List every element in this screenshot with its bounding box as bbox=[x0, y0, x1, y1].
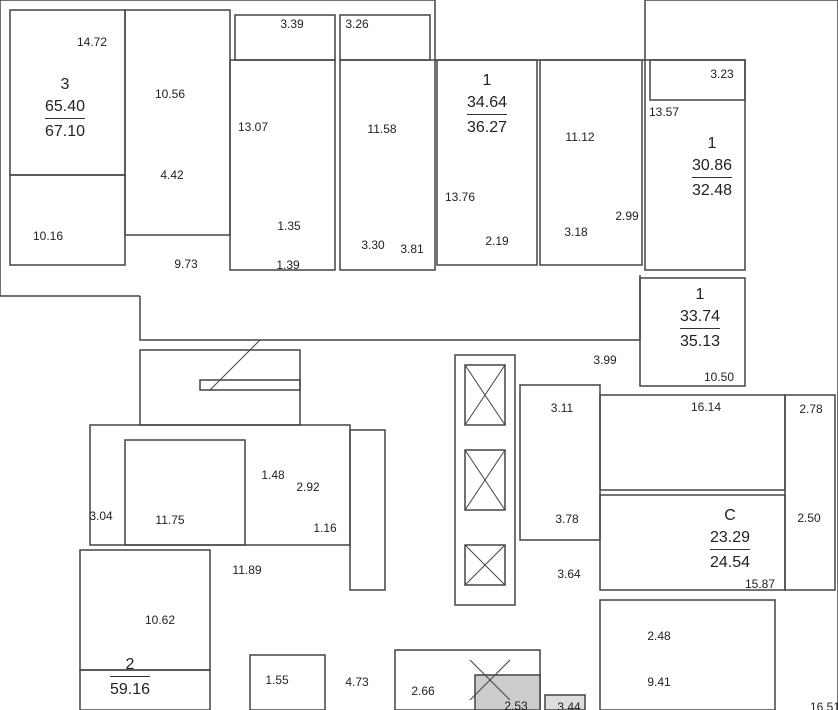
room-area-label: 3.23 bbox=[710, 67, 734, 81]
room-area-label: 1.16 bbox=[313, 521, 337, 535]
apartment-type: 1 bbox=[695, 286, 705, 303]
room-area-label: 2.99 bbox=[615, 209, 639, 223]
room-area-label: 1.39 bbox=[276, 258, 300, 272]
room-area-label: 10.56 bbox=[154, 87, 186, 101]
room-area-label: 3.39 bbox=[280, 17, 304, 31]
apartment-total-area: 32.48 bbox=[691, 177, 733, 202]
room-area-label: 13.57 bbox=[648, 105, 680, 119]
apartment-living-area: 34.64 bbox=[466, 94, 508, 111]
apartment-total-area: 36.27 bbox=[466, 114, 508, 139]
apartment-type: С bbox=[724, 507, 736, 524]
apartment-label: 1 30.86 32.48 bbox=[691, 133, 733, 202]
room-area-label: 9.73 bbox=[174, 257, 198, 271]
room-area-label: 1.48 bbox=[261, 468, 285, 482]
room-area-label: 15.87 bbox=[744, 577, 776, 591]
room-area-label: 13.76 bbox=[444, 190, 476, 204]
apartment-living-area: 23.29 bbox=[709, 529, 751, 546]
apartment-living-area: 65.40 bbox=[44, 98, 86, 115]
room-area-label: 4.73 bbox=[345, 675, 369, 689]
room-area-label: 3.26 bbox=[345, 17, 369, 31]
room-area-label: 1.55 bbox=[265, 673, 289, 687]
room-area-label: 3.81 bbox=[400, 242, 424, 256]
apartment-type: 1 bbox=[482, 72, 492, 89]
room-area-label: 2.19 bbox=[485, 234, 509, 248]
apartment-label: 1 34.64 36.27 bbox=[466, 70, 508, 139]
room-area-label: 9.41 bbox=[647, 675, 671, 689]
room-area-label: 1.35 bbox=[277, 219, 301, 233]
apartment-label: 3 65.40 67.10 bbox=[44, 74, 86, 143]
room-area-label: 3.30 bbox=[361, 238, 385, 252]
room-area-label: 10.16 bbox=[32, 229, 64, 243]
room-area-label: 4.42 bbox=[160, 168, 184, 182]
apartment-type: 1 bbox=[707, 135, 717, 152]
room-area-label: 11.75 bbox=[155, 513, 185, 527]
room-area-label: 2.50 bbox=[797, 511, 821, 525]
room-area-label: 3.78 bbox=[555, 512, 579, 526]
apartment-label: 1 33.74 35.13 bbox=[679, 284, 721, 353]
room-area-label: 11.12 bbox=[565, 130, 595, 144]
room-area-label: 2.78 bbox=[799, 402, 823, 416]
room-area-label: 16.51 bbox=[809, 700, 838, 710]
room-area-label: 16.14 bbox=[690, 400, 722, 414]
room-area-label: 3.04 bbox=[89, 509, 113, 523]
apartment-total-area: 35.13 bbox=[679, 328, 721, 353]
room-area-label: 13.07 bbox=[237, 120, 269, 134]
apartment-living-area: 33.74 bbox=[679, 308, 721, 325]
room-area-label: 3.18 bbox=[564, 225, 588, 239]
room-area-label: 2.48 bbox=[647, 629, 671, 643]
apartment-type: 2 bbox=[125, 656, 135, 673]
room-area-label: 3.11 bbox=[550, 401, 574, 415]
apartment-total-area: 67.10 bbox=[44, 118, 86, 143]
apartment-total-area: 24.54 bbox=[709, 549, 751, 574]
room-area-label: 2.92 bbox=[296, 480, 320, 494]
apartment-living-area: 30.86 bbox=[691, 157, 733, 174]
apartment-living-area: 59.16 bbox=[109, 676, 151, 701]
room-area-label: 3.64 bbox=[557, 567, 581, 581]
room-area-label: 11.89 bbox=[232, 563, 262, 577]
room-area-label: 11.58 bbox=[367, 122, 397, 136]
room-area-label: 10.62 bbox=[144, 613, 176, 627]
apartment-label: С 23.29 24.54 bbox=[709, 505, 751, 574]
room-area-label: 3.99 bbox=[593, 353, 617, 367]
room-area-label: 10.50 bbox=[703, 370, 735, 384]
room-area-label: 14.72 bbox=[76, 35, 108, 49]
apartment-type: 3 bbox=[60, 76, 70, 93]
room-area-label: 3.44 bbox=[557, 700, 581, 710]
room-area-label: 2.53 bbox=[504, 699, 528, 710]
room-area-label: 2.66 bbox=[411, 684, 435, 698]
